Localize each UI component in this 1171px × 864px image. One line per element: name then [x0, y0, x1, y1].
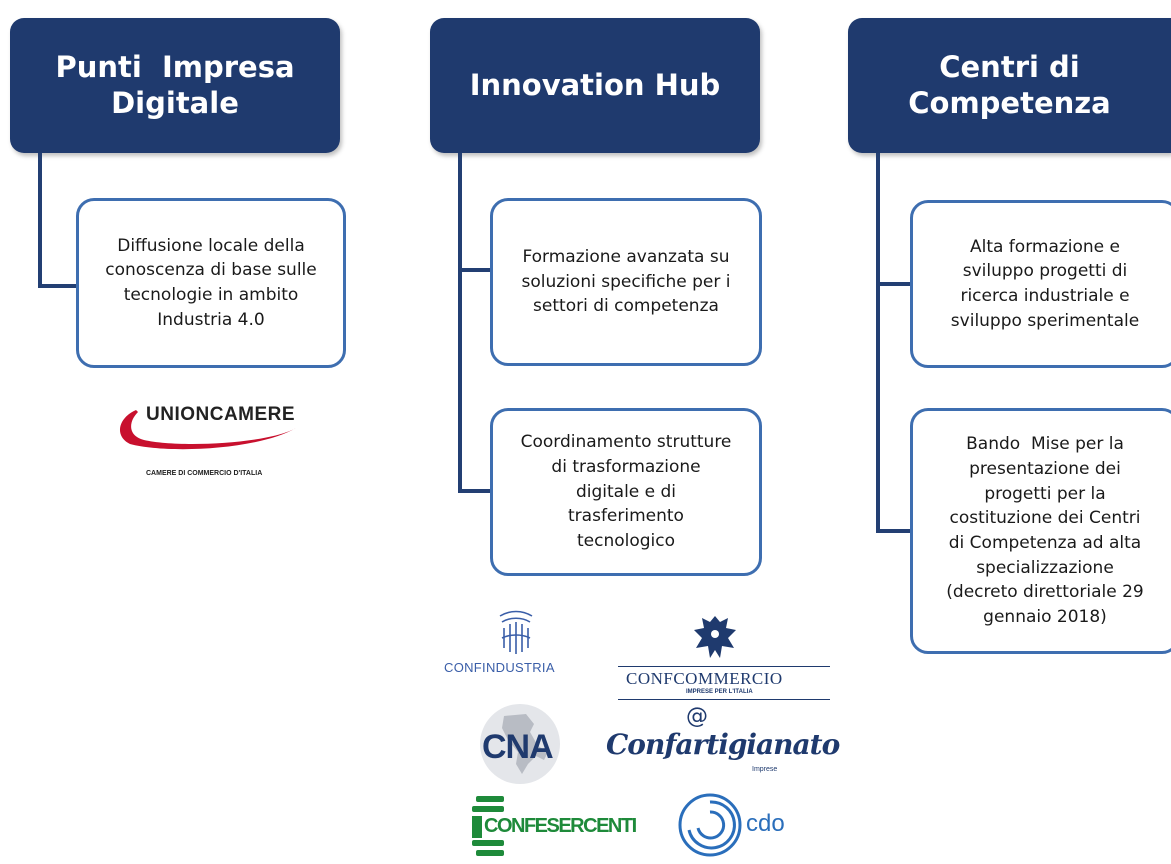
- card-bando-mise: Bando Mise per la presentazione dei prog…: [910, 408, 1171, 654]
- card-text-line: progetti per la: [984, 483, 1106, 504]
- card-formazione-avanzata: Formazione avanzata su soluzioni specifi…: [490, 198, 762, 366]
- cdo-spiral-icon: [678, 793, 742, 857]
- card-text-line: Coordinamento strutture: [520, 432, 732, 453]
- confartigianato-at-icon: @: [686, 704, 708, 729]
- card-coordinamento-strutture: Coordinamento strutture di trasformazion…: [490, 408, 762, 576]
- card-text-line: settori di competenza: [533, 296, 719, 317]
- cna-name: CNA: [482, 728, 554, 766]
- connector-horizontal: [876, 529, 912, 533]
- card-text-line: trasferimento: [568, 506, 684, 527]
- card-text-line: presentazione dei: [969, 459, 1121, 480]
- confindustria-name: CONFINDUSTRIA: [444, 660, 555, 675]
- connector-horizontal: [876, 282, 912, 286]
- card-text-line: soluzioni specifiche per i: [521, 271, 731, 292]
- header-title-line-1: Centri di: [939, 50, 1080, 85]
- confartigianato-logo: @ Confartigianato Imprese: [602, 704, 840, 780]
- card-text-line: costituzione dei Centri: [949, 508, 1141, 529]
- card-text-line: specializzazione: [976, 557, 1114, 578]
- connector-horizontal: [38, 284, 78, 288]
- connector-horizontal: [458, 489, 494, 493]
- unioncamere-name: UNIONCAMERE: [146, 404, 296, 425]
- cdo-logo: cdo: [676, 790, 786, 860]
- confindustria-logo: CONFINDUSTRIA: [440, 608, 600, 688]
- card-text-line: ricerca industriale e: [960, 286, 1130, 306]
- card-text-line: sviluppo progetti di: [962, 261, 1128, 282]
- card-text-line: Diffusione locale della: [117, 235, 305, 256]
- header-centri-di-competenza: Centri di Competenza: [848, 18, 1171, 153]
- unioncamere-subtitle: CAMERE DI COMMERCIO D'ITALIA: [146, 470, 263, 477]
- unioncamere-logo: UNIONCAMERE CAMERE DI COMMERCIO D'ITALIA: [108, 398, 308, 488]
- card-alta-formazione: Alta formazione e sviluppo progetti di r…: [910, 200, 1171, 368]
- card-text-line: di Competenza ad alta: [948, 533, 1142, 553]
- card-text-line: conoscenza di base sulle: [105, 260, 317, 281]
- confartigianato-name: Confartigianato: [606, 728, 840, 761]
- connector-vertical: [458, 153, 462, 493]
- confesercenti-e-mark-icon: [472, 796, 504, 856]
- card-text-line: Alta formazione e: [969, 236, 1121, 257]
- card-text-line: sviluppo sperimentale: [950, 310, 1140, 331]
- confcommercio-logo: CONFCOMMERCIO IMPRESE PER L'ITALIA: [618, 612, 833, 712]
- cna-logo: CNA: [478, 702, 568, 786]
- card-text-line: Bando Mise per la: [966, 434, 1124, 455]
- card-text-line: Formazione avanzata su: [522, 247, 730, 268]
- header-title-line-1: Punti Impresa: [55, 50, 295, 85]
- confesercenti-logo: CONFESERCENTI: [470, 792, 650, 860]
- header-title-line-1: Innovation Hub: [469, 67, 721, 102]
- connector-vertical: [876, 153, 880, 533]
- card-diffusione-locale: Diffusione locale della conoscenza di ba…: [76, 198, 346, 368]
- connector-vertical: [38, 153, 42, 288]
- cna-italy-map-icon: [480, 704, 560, 784]
- card-text-line: digitale e di: [575, 481, 677, 502]
- confindustria-emblem-icon: [499, 610, 533, 654]
- header-title-line-2: Digitale: [111, 85, 239, 120]
- card-text-line: tecnologico: [576, 530, 676, 551]
- card-text-line: Industria 4.0: [157, 309, 265, 330]
- header-title-line-2: Competenza: [908, 85, 1111, 120]
- confcommercio-name: CONFCOMMERCIO: [626, 669, 783, 688]
- confesercenti-name: CONFESERCENTI: [484, 815, 637, 837]
- card-text-line: (decreto direttoriale 29: [946, 582, 1144, 603]
- confcommercio-eagle-icon: [694, 616, 736, 658]
- header-innovation-hub: Innovation Hub: [430, 18, 760, 153]
- card-text-line: di trasformazione: [551, 457, 701, 478]
- header-punti-impresa-digitale: Punti Impresa Digitale: [10, 18, 340, 153]
- card-text-line: tecnologie in ambito: [123, 285, 299, 305]
- connector-horizontal: [458, 268, 494, 272]
- cdo-name: cdo: [746, 810, 785, 837]
- card-text-line: gennaio 2018): [983, 606, 1107, 627]
- unioncamere-swoosh-icon: [119, 410, 296, 450]
- confcommercio-border: [618, 666, 830, 700]
- confartigianato-subtitle: Imprese: [752, 766, 778, 773]
- confcommercio-subtitle: IMPRESE PER L'ITALIA: [686, 689, 753, 695]
